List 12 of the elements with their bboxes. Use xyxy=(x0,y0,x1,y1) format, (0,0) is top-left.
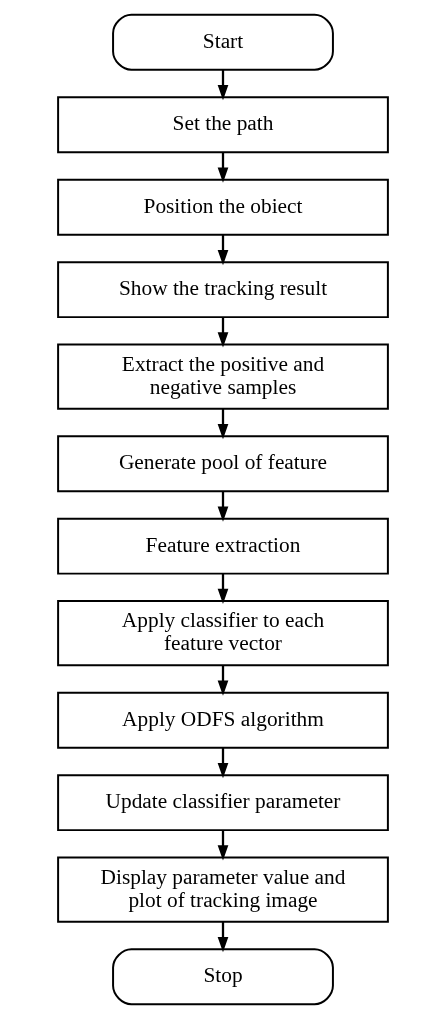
node-box: Show the tracking result xyxy=(57,261,389,319)
node-box: Display parameter value and plot of tracking image xyxy=(57,856,389,923)
node-box: Stop xyxy=(112,948,334,1006)
node-box: Position the obiect xyxy=(57,178,389,236)
node-box: Generate pool of feature xyxy=(57,435,389,493)
node-box: Feature extraction xyxy=(57,517,389,575)
node-box: Extract the positive and negative samples xyxy=(57,343,389,410)
node-box: Apply classifier to each feature vector xyxy=(57,600,389,667)
node-box: Set the path xyxy=(57,96,389,154)
node-box: Start xyxy=(112,13,334,71)
node-box: Apply ODFS algorithm xyxy=(57,691,389,749)
node-box: Update classifier parameter xyxy=(57,774,389,832)
